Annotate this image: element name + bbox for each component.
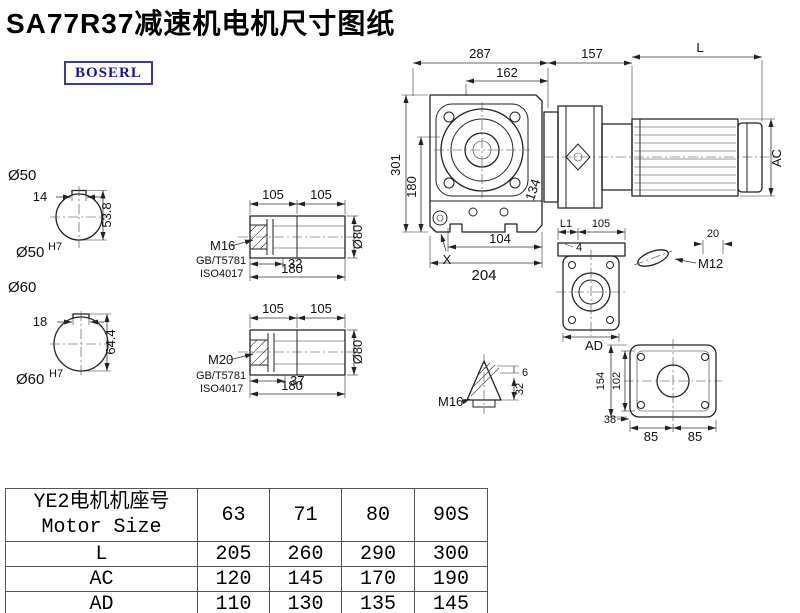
label-iso-std-2: ISO4017 (200, 383, 243, 395)
label-gb-std-2: GB/T5781 (196, 370, 246, 382)
main-dimensions: 287 162 157 L 301 180 AC (388, 40, 784, 284)
value-L-63: 205 (197, 541, 270, 567)
shaft-detail-m20: 105 105 M20 GB/T5781 ISO4017 37 180 Ø80 (196, 301, 365, 398)
dim-32-plug: 32 (514, 383, 526, 395)
dim-105-a: 105 (262, 187, 284, 202)
label-gb-std: GB/T5781 (196, 255, 246, 267)
motor-size-header-cell: YE2电机机座号 Motor Size (5, 488, 198, 542)
dim-6: 6 (522, 367, 528, 379)
dim-180-vertical: 180 (404, 176, 419, 198)
value-L-80: 290 (341, 541, 415, 567)
dim-4: 4 (576, 242, 582, 254)
dim-162: 162 (496, 65, 518, 80)
motor-assembly-view (543, 105, 776, 209)
shaft-detail-m16: 105 105 M16 GB/T5781 ISO4017 32 180 Ø80 (196, 187, 365, 281)
dim-L1: L1 (560, 218, 572, 230)
value-AD-80: 135 (341, 591, 415, 613)
motor-size-table: YE2电机机座号 Motor Size 63 71 80 90S L 205 2… (5, 488, 488, 613)
frame-size-71: 71 (269, 488, 342, 542)
table-row-AC: AC 120 145 170 190 (5, 566, 488, 592)
dim-bolt-32: 32 (288, 256, 302, 271)
dim-key-width-14: 14 (33, 189, 47, 204)
logo-text: BOSERL (75, 65, 142, 81)
dim-dia80-b: Ø80 (350, 340, 365, 365)
dim-287: 287 (469, 46, 491, 61)
shaft-section-50: Ø50 14 53.8 Ø50 H7 (8, 167, 114, 261)
value-L-71: 260 (269, 541, 342, 567)
dim-key-width-18: 18 (33, 314, 47, 329)
dim-X: X (443, 252, 452, 267)
dim-105-input: 105 (592, 218, 610, 230)
dim-102: 102 (611, 372, 623, 390)
header-line-en: Motor Size (41, 516, 162, 539)
label-m16-thread: M16 (210, 238, 235, 253)
header-line-cn: YE2电机机座号 (33, 491, 170, 514)
value-AD-71: 130 (269, 591, 342, 613)
bottom-view: 154 102 38 85 85 (595, 339, 722, 444)
dim-key-height-53-8: 53.8 (99, 202, 114, 227)
value-AD-63: 110 (197, 591, 270, 613)
dim-AC: AC (769, 149, 784, 167)
row-label-AD: AD (5, 591, 198, 613)
table-row-L: L 205 260 290 300 (5, 541, 488, 567)
label-dia50-fit: Ø50 (16, 244, 44, 261)
label-dia50: Ø50 (8, 167, 36, 184)
dim-dia80-a: Ø80 (350, 225, 365, 250)
label-m16-plug-thread: M16 (438, 394, 463, 409)
input-side-view: L1 105 4 AD (556, 218, 626, 353)
value-AC-71: 145 (269, 566, 342, 592)
value-AD-90s: 145 (414, 591, 488, 613)
dim-total-180-a: 180 (281, 261, 303, 276)
key-detail: 20 M12 (633, 228, 732, 271)
value-L-90s: 300 (414, 541, 488, 567)
page-title: SA77R37减速机电机尺寸图纸 (6, 8, 396, 39)
dim-301: 301 (388, 154, 403, 176)
label-iso-std: ISO4017 (200, 268, 243, 280)
value-AC-80: 170 (341, 566, 415, 592)
label-dia60-tolerance: H7 (49, 368, 63, 380)
dim-104: 104 (489, 231, 511, 246)
table-row-AD: AD 110 130 135 145 (5, 591, 488, 613)
dim-105-c: 105 (262, 301, 284, 316)
dim-38: 38 (604, 414, 616, 426)
shaft-section-60: Ø60 18 64.4 Ø60 H7 (8, 279, 118, 388)
breather-plug-detail: 6 32 M16 (438, 354, 528, 414)
value-AC-90s: 190 (414, 566, 488, 592)
dim-total-180-b: 180 (281, 378, 303, 393)
dim-85-b: 85 (688, 429, 702, 444)
frame-size-63: 63 (197, 488, 270, 542)
label-dia60-fit: Ø60 (16, 371, 44, 388)
dim-157: 157 (581, 46, 603, 61)
dim-154: 154 (595, 372, 607, 390)
dim-key-height-64-4: 64.4 (103, 329, 118, 354)
dim-134: 134 (522, 177, 543, 202)
label-m20-thread: M20 (208, 352, 233, 367)
frame-size-80: 80 (341, 488, 415, 542)
dim-20: 20 (707, 228, 719, 240)
dim-204: 204 (471, 267, 496, 284)
label-dia50-tolerance: H7 (48, 241, 62, 253)
row-label-L: L (5, 541, 198, 567)
dim-L: L (696, 40, 703, 55)
dim-bolt-37: 37 (290, 373, 304, 388)
dim-85-a: 85 (644, 429, 658, 444)
label-m12-thread: M12 (698, 256, 723, 271)
dim-AD: AD (585, 338, 603, 353)
gearbox-front-view (429, 94, 543, 233)
table-header-row: YE2电机机座号 Motor Size 63 71 80 90S (5, 488, 488, 542)
boserl-logo: BOSERL (64, 61, 153, 85)
value-AC-63: 120 (197, 566, 270, 592)
row-label-AC: AC (5, 566, 198, 592)
dim-105-d: 105 (310, 301, 332, 316)
dim-105-b: 105 (310, 187, 332, 202)
label-dia60: Ø60 (8, 279, 36, 296)
frame-size-90s: 90S (414, 488, 488, 542)
